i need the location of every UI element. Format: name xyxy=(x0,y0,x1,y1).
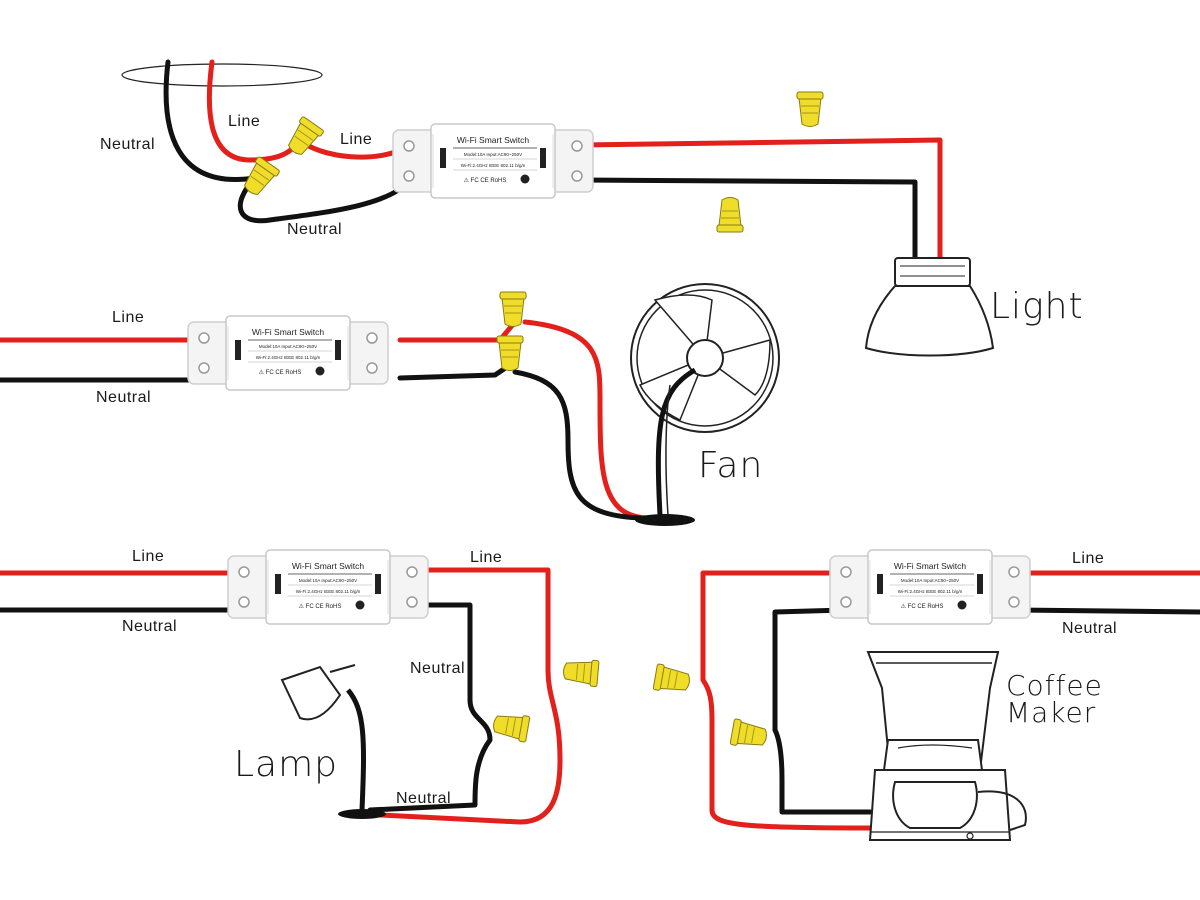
neutral-wire xyxy=(397,362,513,381)
line-label: Line xyxy=(340,131,372,148)
smart-switch: Wi-Fi Smart Switch Model:10A Input:AC90~… xyxy=(227,549,429,625)
fan-icon xyxy=(630,283,780,526)
switch-frequency: Wi-Fi:2.4GHz IEEE 802.11 b/g/n xyxy=(461,163,526,168)
line-label: Line xyxy=(470,549,502,566)
coffee-maker-icon xyxy=(866,651,1027,841)
switch-rating: Model:10A Input:AC90~250V xyxy=(259,344,317,349)
coffee-maker-label-line2: Maker xyxy=(1006,696,1096,729)
switch-rating: Model:10A Input:AC90~250V xyxy=(901,578,959,583)
light-bulb-icon xyxy=(864,257,995,357)
neutral-wire xyxy=(163,59,258,182)
switch-title: Wi-Fi Smart Switch xyxy=(457,135,530,145)
switch-title: Wi-Fi Smart Switch xyxy=(894,561,967,571)
wire-nut xyxy=(499,291,527,327)
wire-nut xyxy=(561,657,600,688)
switch-certifications: ⚠ FC CE RoHS xyxy=(299,603,342,610)
wire-nut xyxy=(716,197,744,233)
switch-rating: Model:10A Input:AC90~250V xyxy=(464,152,522,157)
neutral-wire xyxy=(512,369,643,521)
line-label: Line xyxy=(112,309,144,326)
neutral-label: Neutral xyxy=(96,389,151,406)
neutral-wire xyxy=(1012,607,1200,615)
switch-certifications: ⚠ FC CE RoHS xyxy=(259,369,302,376)
lamp-label: Lamp xyxy=(234,744,338,785)
wire-nut xyxy=(652,663,693,696)
neutral-label: Neutral xyxy=(396,790,451,807)
smart-switch: Wi-Fi Smart Switch Model:10A Input:AC90~… xyxy=(829,549,1031,625)
line-wire xyxy=(700,570,873,831)
line-wire xyxy=(377,567,563,825)
neutral-label: Neutral xyxy=(287,221,342,238)
wire-nut xyxy=(490,710,531,743)
switch-frequency: Wi-Fi:2.4GHz IEEE 802.11 b/g/n xyxy=(256,355,321,360)
fan-label: Fan xyxy=(698,445,763,486)
wire-nut xyxy=(496,335,524,371)
wire-nut xyxy=(729,718,770,751)
smart-switch: Wi-Fi Smart Switch Model:10A Input:AC90~… xyxy=(187,315,389,391)
line-label: Line xyxy=(132,548,164,565)
switch-certifications: ⚠ FC CE RoHS xyxy=(464,177,507,184)
line-wire xyxy=(577,137,943,265)
switch-frequency: Wi-Fi:2.4GHz IEEE 802.11 b/g/n xyxy=(296,589,361,594)
neutral-label: Neutral xyxy=(100,136,155,153)
switch-title: Wi-Fi Smart Switch xyxy=(292,561,365,571)
switch-title: Wi-Fi Smart Switch xyxy=(252,327,325,337)
neutral-wire xyxy=(367,602,493,813)
neutral-wire xyxy=(577,177,918,265)
switch-frequency: Wi-Fi:2.4GHz IEEE 802.11 b/g/n xyxy=(898,589,963,594)
light-label: Light xyxy=(990,286,1084,327)
neutral-label: Neutral xyxy=(410,660,465,677)
wire-nut xyxy=(796,91,824,127)
smart-switch: Wi-Fi Smart Switch Model:10A Input:AC90~… xyxy=(392,123,594,199)
neutral-wire xyxy=(237,175,413,224)
ceiling-box xyxy=(121,63,323,87)
line-label: Line xyxy=(1072,550,1104,567)
neutral-wire xyxy=(772,607,873,815)
desk-lamp-icon xyxy=(280,664,386,819)
coffee-maker-label-line1: Coffee xyxy=(1006,669,1103,702)
line-wire xyxy=(522,319,653,521)
line-wire xyxy=(206,59,303,163)
line-label: Line xyxy=(228,113,260,130)
neutral-label: Neutral xyxy=(122,618,177,635)
switch-rating: Model:10A Input:AC90~250V xyxy=(299,578,357,583)
switch-certifications: ⚠ FC CE RoHS xyxy=(901,603,944,610)
neutral-label: Neutral xyxy=(1062,620,1117,637)
